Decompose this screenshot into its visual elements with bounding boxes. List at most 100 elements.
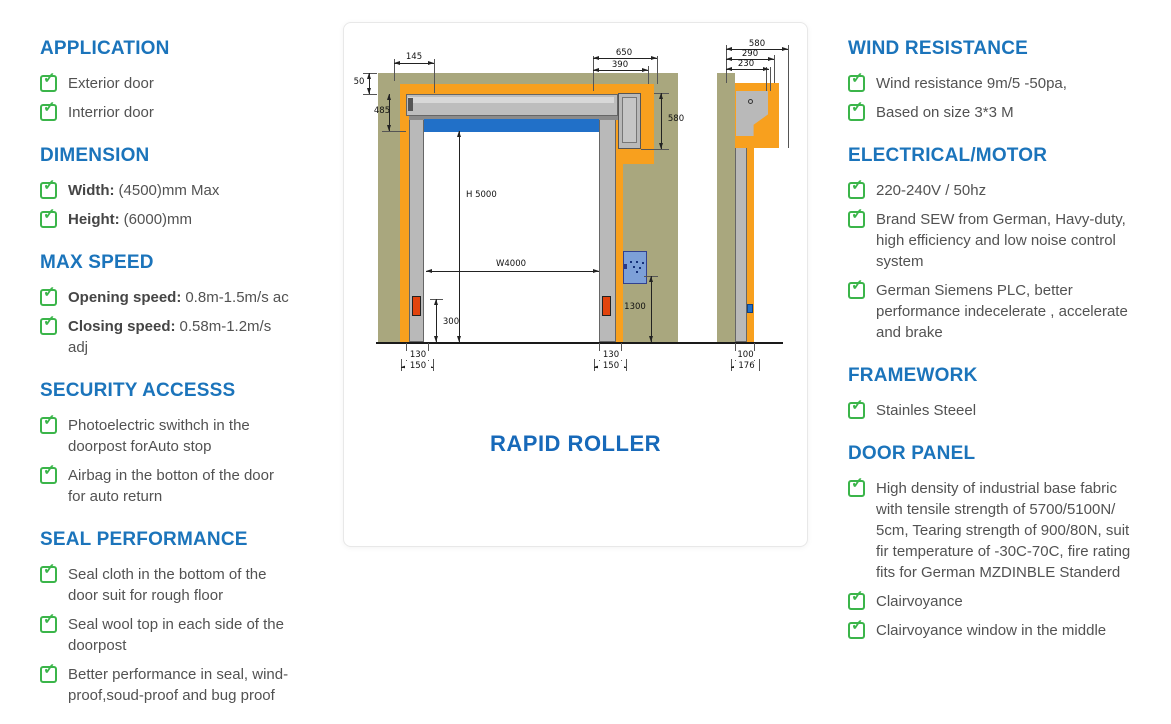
- photo-sensor-right: [602, 296, 611, 316]
- dim-arrow: [768, 57, 774, 61]
- check-glyph: ✓: [43, 561, 56, 578]
- check-glyph: ✓: [43, 611, 56, 628]
- dim-label: 50: [353, 77, 365, 87]
- left-spec-column: APPLICATION ✓ Exterior door ✓ Interrior …: [40, 38, 292, 714]
- list-item: ✓ Airbag in the botton of the door for a…: [40, 463, 292, 507]
- list-item: ✓ Better performance in seal, wind-proof…: [40, 661, 292, 706]
- list-item: ✓ Wind resistance 9m/5 -50pa,: [848, 71, 1132, 94]
- item-text: Airbag in the botton of the door for aut…: [68, 467, 274, 505]
- list-item: ✓ Seal cloth in the bottom of the door s…: [40, 561, 292, 606]
- list-item: ✓ Exterior door: [40, 71, 292, 94]
- item-text: Based on size 3*3 M: [876, 104, 1014, 121]
- witness-line: [593, 56, 594, 91]
- dim-label: 390: [611, 60, 629, 70]
- list-item: ✓ High density of industrial base fabric…: [848, 475, 1132, 583]
- photo-sensor-left: [412, 296, 421, 316]
- list-item: ✓ Based on size 3*3 M: [848, 99, 1132, 123]
- item-text: Seal cloth in the bottom of the door sui…: [68, 566, 267, 604]
- dim-arrow: [593, 269, 599, 273]
- dim-line: [459, 131, 460, 342]
- dim-label: 100: [733, 351, 758, 360]
- check-icon: ✓: [40, 463, 57, 484]
- dim-arrow: [434, 336, 438, 342]
- check-icon: ✓: [848, 207, 865, 228]
- dim-line: [726, 69, 769, 70]
- check-icon: ✓: [848, 71, 865, 92]
- dim-arrow: [726, 67, 732, 71]
- diagram-title: RAPID ROLLER: [490, 431, 661, 456]
- dim-label: 230: [737, 59, 755, 69]
- check-glyph: ✓: [851, 70, 864, 87]
- list-item: ✓ Height:(6000)mm: [40, 206, 292, 230]
- item-text: Interrior door: [68, 104, 154, 121]
- dim-arrow: [457, 131, 461, 137]
- item-text: (4500)mm Max: [118, 182, 220, 199]
- item-text: German Siemens PLC, better performance i…: [876, 282, 1128, 341]
- check-glyph: ✓: [851, 588, 864, 605]
- side-blue-element: [747, 304, 753, 313]
- section-title: MAX SPEED: [40, 252, 154, 273]
- witness-line: [433, 359, 434, 371]
- list-item: ✓ 220-240V / 50hz: [848, 178, 1132, 201]
- dim-arrow: [659, 93, 663, 99]
- check-icon: ✓: [40, 612, 57, 633]
- dim-arrow: [649, 336, 653, 342]
- check-glyph: ✓: [43, 177, 56, 194]
- dim-label: 580: [748, 39, 766, 49]
- list-item: ✓ Opening speed:0.8m-1.5m/s ac: [40, 285, 292, 308]
- dim-label: 150: [598, 362, 624, 371]
- dim-line: [436, 299, 437, 342]
- section-wind-resistance: WIND RESISTANCE ✓ Wind resistance 9m/5 -…: [848, 38, 1132, 123]
- check-glyph: ✓: [43, 313, 56, 330]
- check-glyph: ✓: [851, 99, 864, 116]
- list-item: ✓ Brand SEW from German, Havy-duty, high…: [848, 207, 1132, 272]
- dim-label: 145: [405, 52, 423, 62]
- check-glyph: ✓: [43, 412, 56, 429]
- dim-arrow: [651, 56, 657, 60]
- dim-label: 150: [405, 362, 431, 371]
- dim-arrow: [394, 61, 400, 65]
- section-title: WIND RESISTANCE: [848, 38, 1028, 59]
- item-prefix: Height:: [68, 211, 120, 228]
- dim-arrow: [401, 365, 407, 369]
- witness-line: [626, 359, 627, 371]
- witness-line: [759, 359, 760, 371]
- item-text: Better performance in seal, wind-proof,s…: [68, 666, 289, 704]
- dim-label: 485: [373, 106, 391, 116]
- frame-orange-top: [400, 84, 654, 94]
- check-glyph: ✓: [851, 475, 864, 492]
- dim-arrow: [367, 88, 371, 94]
- check-glyph: ✓: [43, 206, 56, 223]
- control-box: [623, 251, 647, 284]
- dim-label: W4000: [485, 260, 537, 269]
- section-title: DOOR PANEL: [848, 443, 976, 464]
- witness-line: [363, 94, 377, 95]
- witness-line: [766, 67, 767, 91]
- check-icon: ✓: [40, 71, 57, 92]
- check-glyph: ✓: [43, 661, 56, 678]
- dim-label: 176: [734, 362, 759, 371]
- dim-line: [651, 276, 652, 342]
- dim-arrow: [426, 269, 432, 273]
- witness-line: [648, 66, 649, 84]
- witness-line: [788, 45, 789, 148]
- control-box-buttons: [630, 261, 632, 263]
- item-text: 0.58m-1.2m/s adj: [68, 318, 272, 356]
- list-item: ✓ German Siemens PLC, better performance…: [848, 277, 1132, 343]
- witness-line: [434, 59, 435, 93]
- check-glyph: ✓: [43, 99, 56, 116]
- section-door-panel: DOOR PANEL ✓ High density of industrial …: [848, 443, 1132, 641]
- dim-line: [394, 63, 434, 64]
- list-item: ✓ Interrior door: [40, 99, 292, 123]
- check-icon: ✓: [848, 589, 865, 610]
- dim-arrow: [457, 336, 461, 342]
- roller-header-highlight: [408, 97, 614, 103]
- section-title: DIMENSION: [40, 145, 150, 166]
- check-glyph: ✓: [851, 397, 864, 414]
- item-text: Clairvoyance window in the middle: [876, 622, 1107, 639]
- item-text: 0.8m-1.5m/s ac: [185, 289, 289, 306]
- list-item: ✓ Closing speed:0.58m-1.2m/s adj: [40, 313, 292, 358]
- witness-line: [394, 59, 395, 81]
- check-glyph: ✓: [851, 277, 864, 294]
- check-glyph: ✓: [43, 462, 56, 479]
